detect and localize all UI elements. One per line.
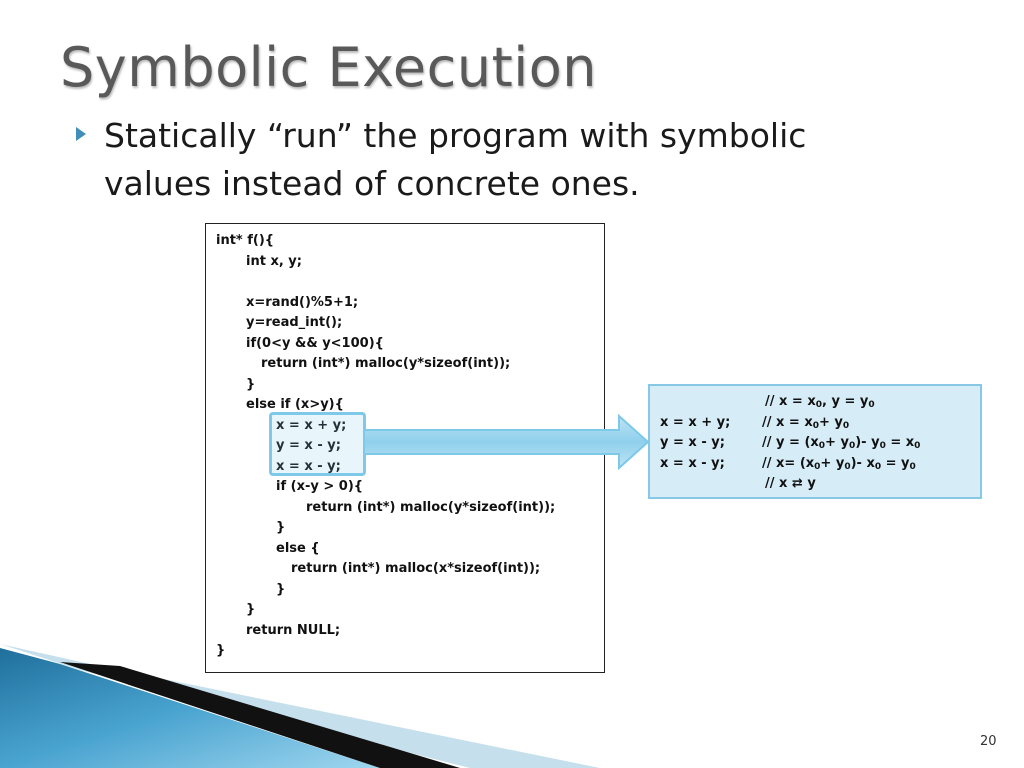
code-line: } [246, 376, 256, 392]
annotation-code: y = x - y; [660, 435, 725, 450]
code-line: else if (x>y){ [246, 397, 344, 412]
code-line: } [276, 581, 286, 597]
code-line: return (int*) malloc(y*sizeof(int)); [306, 499, 556, 515]
annotation-comment: // x = x0, y = y0 [765, 394, 875, 410]
code-line: else { [276, 540, 320, 556]
code-line: x = x + y; [276, 417, 347, 433]
code-line: return (int*) malloc(x*sizeof(int)); [291, 561, 541, 576]
annotation-code: x = x + y; [660, 414, 731, 430]
code-line: if(0<y && y<100){ [246, 335, 384, 351]
triangle-bullet-icon [76, 127, 86, 141]
code-line: } [276, 520, 286, 535]
code-line: x=rand()%5+1; [246, 294, 359, 310]
annotation-comment: // x = x0+ y0 [762, 414, 850, 431]
code-line: int x, y; [246, 253, 302, 269]
slide-number: 20 [980, 734, 997, 749]
bullet-text: Statically “run” the program with symbol… [104, 116, 807, 203]
right-block-arrow-icon [364, 413, 650, 471]
code-line: y = x - y; [276, 438, 341, 453]
code-line: } [246, 602, 256, 617]
annotation-code: x = x - y; [660, 455, 725, 471]
annotation-comment: // x= (x0+ y0)- x0 = y0 [762, 455, 916, 472]
code-line: return (int*) malloc(y*sizeof(int)); [261, 356, 511, 371]
annotation-comment: // y = (x0+ y0)- y0 = x0 [762, 435, 921, 451]
slide-title: Symbolic Execution [60, 36, 598, 99]
code-line: x = x - y; [276, 458, 341, 474]
code-line: return NULL; [246, 622, 341, 638]
code-line: } [216, 643, 226, 658]
code-line: int* f(){ [216, 233, 275, 248]
annotation-comment: // x ⇄ y [765, 476, 816, 491]
highlighted-code-block [269, 412, 366, 476]
swoosh-decoration [0, 644, 600, 768]
code-line: y=read_int(); [246, 315, 343, 330]
annotation-box: // x = x0, y = y0 x = x + y; // x = x0+ y0… [648, 384, 982, 499]
code-line: if (x-y > 0){ [276, 479, 364, 494]
